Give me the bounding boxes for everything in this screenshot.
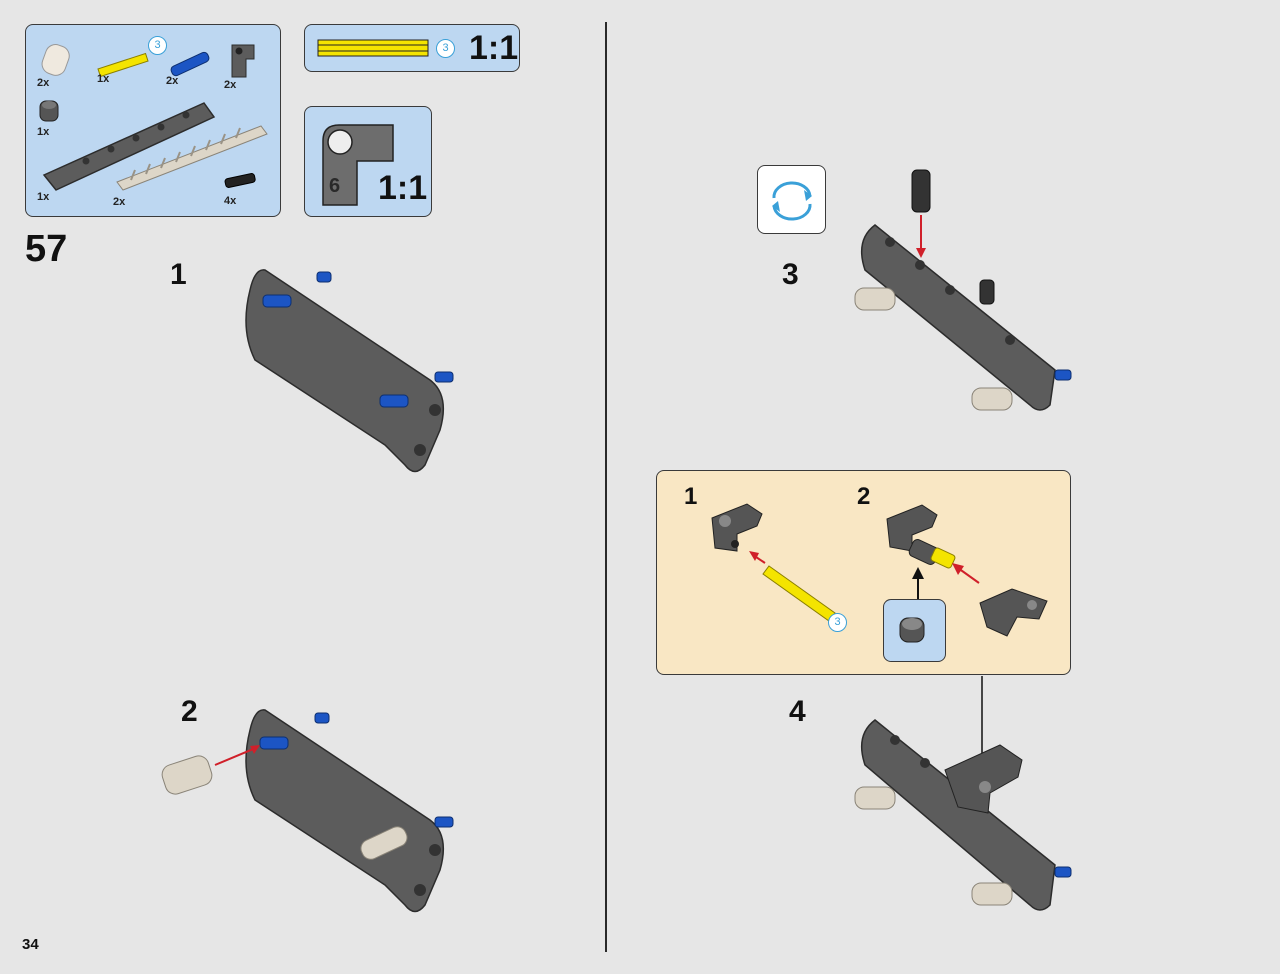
part-qty: 4x <box>224 195 237 207</box>
bush-callout-box <box>883 599 946 662</box>
connector-scale-panel: 6 1:1 <box>304 106 432 217</box>
red-arrow <box>952 563 980 584</box>
spring-axle-icon <box>116 125 268 191</box>
light-gray-pin-icon <box>41 44 70 76</box>
scale-label: 1:1 <box>378 169 428 207</box>
page-number: 34 <box>22 936 39 953</box>
page-divider <box>605 22 607 952</box>
part-qty: 2x <box>37 77 50 89</box>
yellow-axle-icon <box>317 39 429 57</box>
length-callout: 3 <box>828 613 847 632</box>
substep-number: 4 <box>789 695 806 728</box>
yellow-axle-icon <box>97 52 149 78</box>
angle-connector-icon <box>231 44 255 78</box>
combined-part-illustration <box>886 504 956 569</box>
beam-assembly-illustration <box>854 169 1072 411</box>
axle-scale-panel: 3 1:1 <box>304 24 520 72</box>
substep-number: 1 <box>170 258 187 291</box>
bush-icon <box>39 100 59 122</box>
subassembly-step: 2 <box>857 483 871 510</box>
length-callout: 3 <box>148 36 167 55</box>
angle-connector-illustration <box>979 588 1048 637</box>
black-pin-icon <box>224 173 256 188</box>
part-qty: 2x <box>113 196 126 208</box>
angle-connector-illustration <box>711 503 763 552</box>
bush-icon <box>899 617 925 643</box>
length-callout: 3 <box>436 39 455 58</box>
parts-list-panel: 2x 3 1x 2x 2x 1x 1x 2x 4x <box>25 24 281 217</box>
connector-number: 6 <box>329 175 341 197</box>
subassembly-step: 1 <box>684 483 698 510</box>
substep-number: 2 <box>181 695 198 728</box>
part-qty: 2x <box>166 75 179 87</box>
part-qty: 1x <box>37 126 50 138</box>
part-qty: 1x <box>37 191 50 203</box>
up-arrow <box>912 567 924 601</box>
part-qty: 1x <box>97 73 110 85</box>
rotate-panel <box>757 165 826 234</box>
beam-assembly-illustration <box>161 709 454 913</box>
step-number: 57 <box>25 228 68 270</box>
beam-icon <box>42 102 216 191</box>
beam-assembly-illustration <box>854 719 1072 911</box>
scale-label: 1:1 <box>469 29 519 67</box>
rotate-arrows-icon <box>772 181 812 221</box>
part-qty: 2x <box>224 79 237 91</box>
blue-pin-icon <box>170 51 210 77</box>
beam-assembly-illustration <box>245 269 454 473</box>
angle-connector-icon <box>322 124 394 206</box>
substep-number: 3 <box>782 258 799 291</box>
subassembly-panel: 1 2 3 <box>656 470 1071 675</box>
